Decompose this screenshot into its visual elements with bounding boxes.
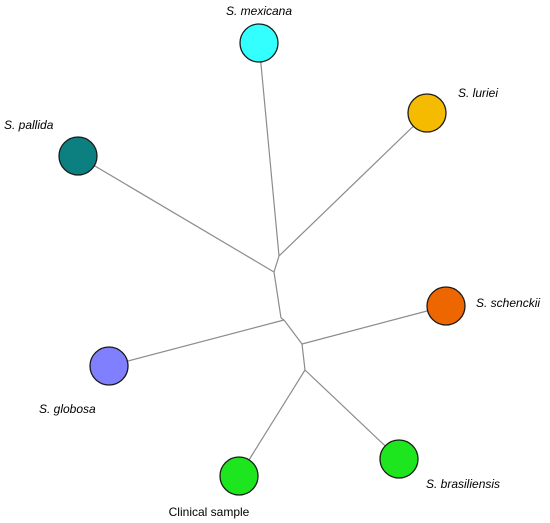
label-clinical-sample: Clinical sample (169, 505, 250, 519)
branch-n5-n6 (301, 343, 306, 371)
branch-s-mexicana-n1 (258, 42, 280, 257)
taxon-labels: S. mexicana S. luriei S. pallida S. schenck… (4, 4, 540, 519)
node-s-globosa (89, 346, 129, 386)
branch-n4-n5 (283, 319, 303, 345)
branch-s-globosa-n4 (108, 319, 285, 367)
node-s-pallida (58, 136, 98, 176)
node-s-schenckii (426, 286, 466, 326)
node-s-luriei (407, 93, 447, 133)
branch-n2-n3 (273, 271, 282, 319)
node-s-mexicana (239, 23, 279, 63)
branch-n6-clinical-sample (238, 369, 306, 477)
node-clinical-sample (219, 456, 259, 496)
branch-s-schenckii-n5 (301, 305, 447, 345)
label-s-luriei: S. luriei (458, 86, 498, 100)
branch-s-luriei-n1 (278, 112, 428, 257)
label-s-mexicana: S. mexicana (226, 4, 292, 18)
label-s-globosa: S. globosa (39, 402, 96, 416)
taxon-nodes (58, 23, 466, 496)
branch-n6-s-brasiliensis (304, 369, 400, 460)
label-s-brasiliensis: S. brasiliensis (426, 477, 500, 491)
tree-branches (77, 42, 447, 477)
branch-n1-n2 (273, 255, 280, 273)
node-s-brasiliensis (379, 439, 419, 479)
branch-s-pallida-n2 (77, 155, 275, 273)
label-s-schenckii: S. schenckii (476, 296, 540, 310)
label-s-pallida: S. pallida (4, 118, 54, 132)
